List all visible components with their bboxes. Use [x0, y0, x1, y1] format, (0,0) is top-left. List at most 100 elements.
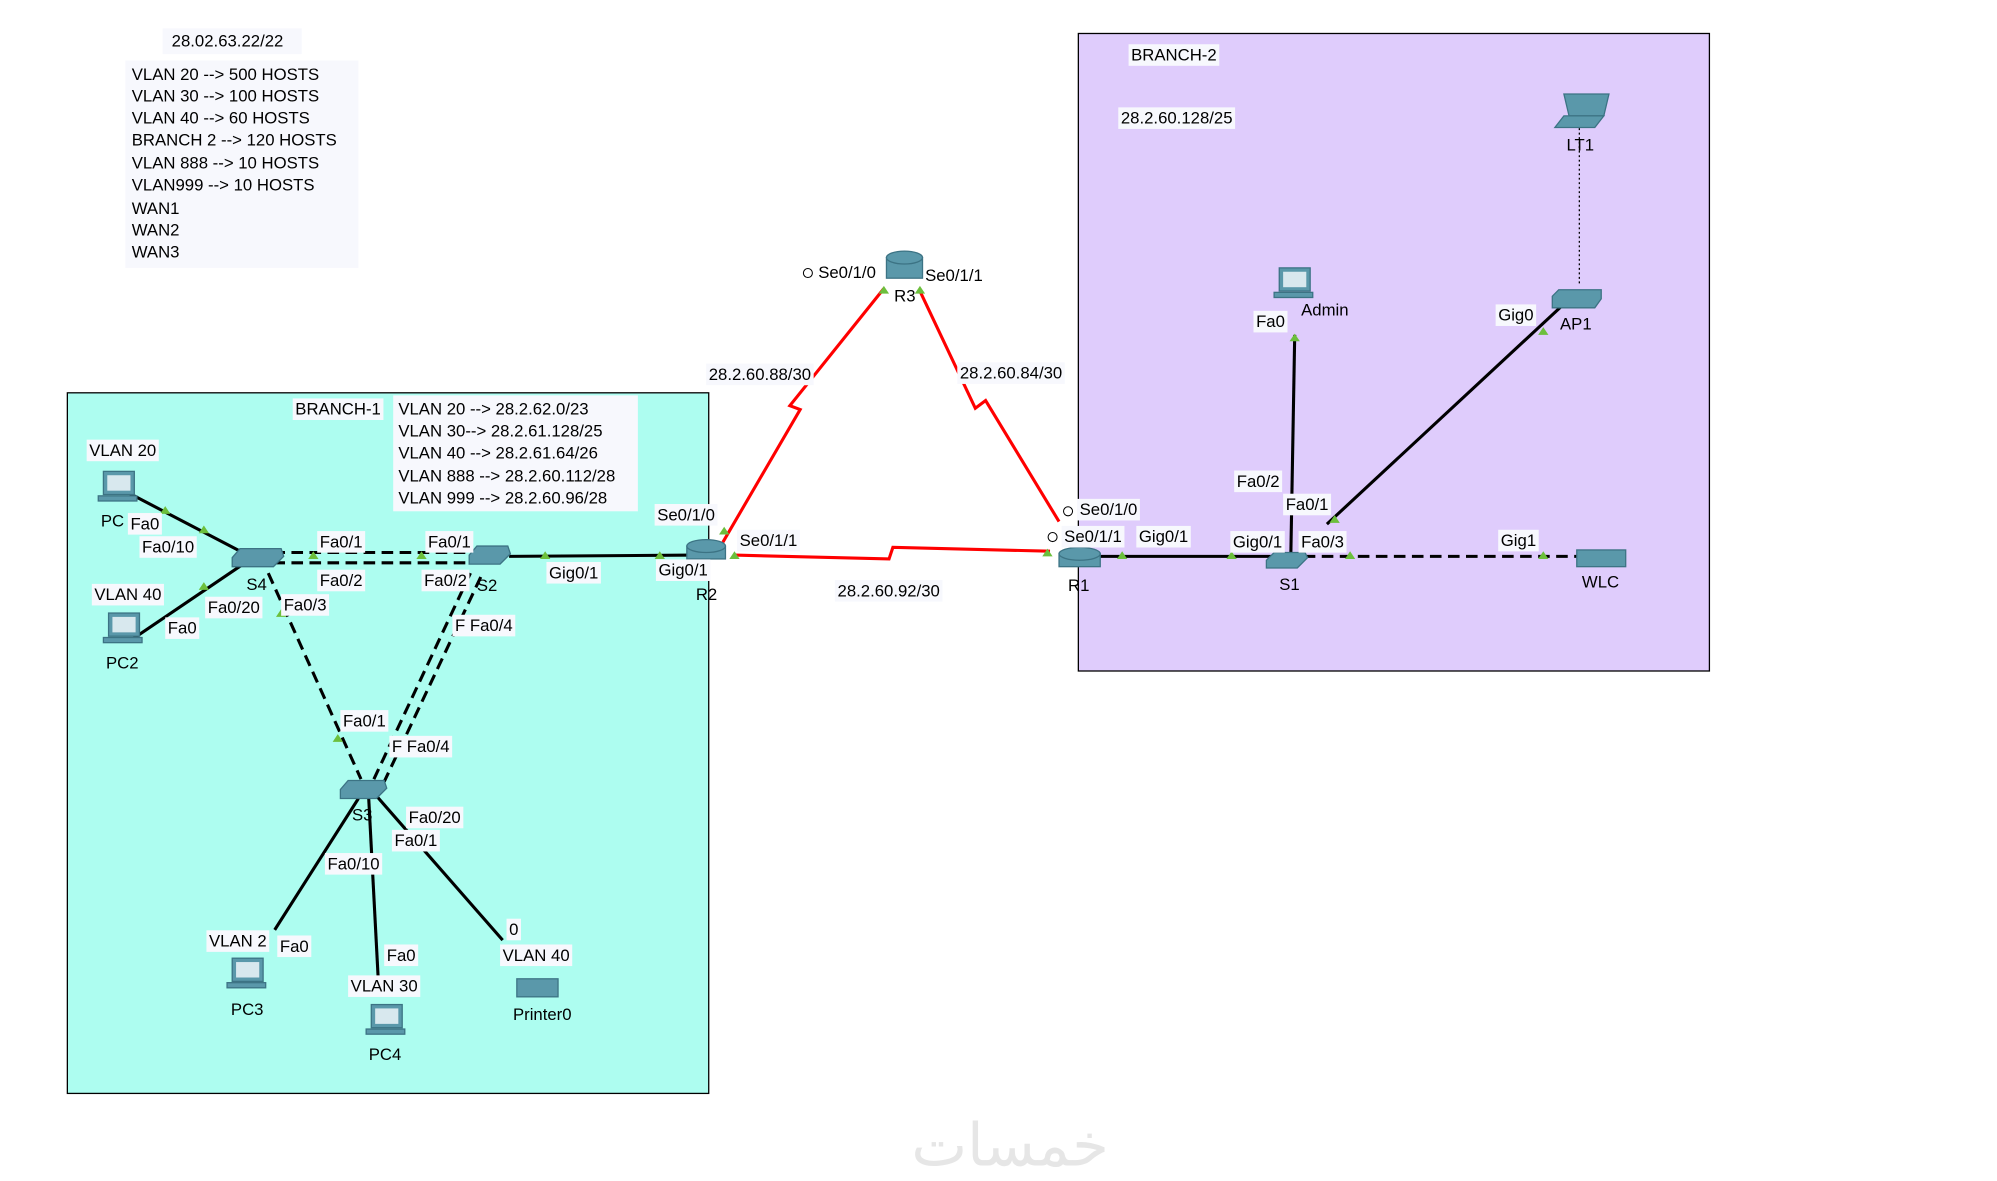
clock-icon [1063, 506, 1074, 517]
s1-label: S1 [1279, 575, 1299, 594]
link-r3-r1[interactable] [918, 290, 1061, 523]
admin-pc-device[interactable]: Admin [1273, 267, 1349, 320]
pc3-label: PC3 [231, 1000, 264, 1019]
r3-label: R3 [894, 286, 915, 305]
label-background [384, 944, 419, 967]
link-s3-pc3[interactable] [273, 797, 360, 931]
note-line: WAN2 [132, 221, 180, 240]
label-background [425, 531, 474, 553]
branch2-title: BRANCH-2 [1131, 46, 1217, 65]
note-line: WAN1 [132, 199, 180, 218]
label-background [86, 439, 159, 462]
label-background [348, 975, 421, 997]
port-label: Fa0/3 [1301, 532, 1344, 551]
r1-router[interactable]: R1 [1058, 546, 1101, 595]
label-background [421, 569, 470, 592]
label-background [317, 569, 366, 592]
pc4-label: PC4 [369, 1045, 402, 1064]
port-label: Gig1 [1501, 531, 1536, 550]
port-label: Fa0 [280, 937, 309, 956]
label-background [205, 596, 263, 619]
port-label: Se0/1/0 [818, 263, 876, 282]
label-background [452, 614, 516, 637]
note-line: VLAN999 --> 10 HOSTS [132, 176, 315, 195]
link-s3-pc4[interactable] [367, 798, 381, 995]
branch1-subnet: VLAN 888 --> 28.2.60.112/28 [398, 467, 615, 486]
pc-icon [365, 1003, 406, 1035]
pc4-device[interactable]: PC4 [365, 1003, 406, 1064]
s4-label: S4 [246, 575, 266, 594]
label-background [406, 806, 464, 829]
pc-icon [102, 612, 143, 644]
port-label: Gig0/1 [1233, 532, 1282, 551]
r3-router[interactable]: R3 [885, 250, 924, 305]
label-background [1498, 529, 1539, 552]
note-line: WAN3 [132, 243, 180, 262]
label-background [1253, 310, 1288, 333]
link-pc1-s4[interactable] [128, 491, 246, 556]
branch1-subnet: VLAN 20 --> 28.2.62.0/23 [398, 400, 588, 419]
port-label: Fa0 [168, 619, 197, 638]
link-admin-s1[interactable] [1289, 334, 1297, 554]
printer-label: Printer0 [513, 1005, 572, 1024]
vlan-tag-pc4: VLAN 30 [351, 977, 418, 996]
note-line: VLAN 30 --> 100 HOSTS [132, 87, 319, 106]
label-background [206, 930, 270, 952]
label-background [1230, 531, 1285, 553]
printer-device[interactable]: Printer0 [513, 978, 572, 1024]
port-label: Fa0/1 [320, 532, 363, 551]
port-label: Se0/1/1 [740, 531, 798, 550]
s3-switch[interactable]: S3 [339, 779, 388, 824]
link-s3-printer[interactable] [375, 794, 504, 942]
port-label: Fa0 [387, 946, 416, 965]
router-icon [885, 250, 924, 279]
admin-label: Admin [1301, 301, 1348, 320]
s2-label: S2 [477, 576, 497, 595]
label-background [1283, 493, 1332, 516]
port-label: Fa0/2 [320, 571, 363, 590]
pc2-device[interactable]: PC2 [102, 612, 143, 672]
port-label: Fa0/1 [394, 831, 437, 850]
port-label: Fa0/10 [142, 538, 194, 557]
pc2-label: PC2 [106, 653, 139, 672]
vlan-tag-pc2: VLAN 40 [94, 585, 161, 604]
link-r2-r3[interactable] [721, 287, 886, 543]
port-label: Se0/1/1 [1064, 527, 1122, 546]
label-background [1495, 304, 1537, 326]
pc-icon [97, 470, 138, 502]
note-line: VLAN 20 --> 500 HOSTS [132, 65, 319, 84]
label-background [389, 735, 453, 758]
link-pc2-s4[interactable] [128, 561, 246, 643]
label-background [317, 531, 366, 553]
wlc-device[interactable]: WLC [1576, 549, 1627, 591]
port-label: Gig0/1 [1139, 527, 1188, 546]
label-background [1136, 525, 1191, 548]
wan-link-label: 28.2.60.92/30 [838, 581, 940, 600]
pc-icon [1273, 267, 1314, 299]
link-s2-r2[interactable] [509, 553, 696, 558]
vlan-tag-printer: VLAN 40 [503, 946, 570, 965]
link-ap1-s1[interactable] [1325, 304, 1564, 526]
pc-icon [226, 957, 267, 989]
s4-switch[interactable]: S4 [231, 547, 285, 594]
s2-switch[interactable]: S2 [468, 545, 512, 595]
link-r2-r1[interactable] [734, 545, 1051, 561]
r2-router[interactable]: R2 [686, 538, 727, 605]
port-label: F Fa0/4 [392, 737, 450, 756]
lt1-label: LT1 [1566, 136, 1594, 155]
pc3-device[interactable]: PC3 [226, 957, 267, 1019]
note-line: VLAN 888 --> 10 HOSTS [132, 154, 319, 173]
pc1-device[interactable]: PC [97, 470, 138, 531]
lt1-laptop[interactable]: LT1 [1553, 93, 1610, 155]
port-label: Se0/1/1 [925, 266, 983, 285]
label-background [91, 583, 164, 606]
notes-title: 28.02.63.22/22 [172, 31, 284, 50]
port-label: Fa0/20 [208, 598, 260, 617]
branch1-subnet: VLAN 30--> 28.2.61.128/25 [398, 422, 602, 441]
label-background [340, 710, 389, 732]
ap1-device[interactable]: AP1 [1551, 289, 1602, 334]
ap1-label: AP1 [1560, 315, 1592, 334]
s1-switch[interactable]: S1 [1265, 551, 1309, 594]
port-label: Fa0/10 [328, 854, 380, 873]
